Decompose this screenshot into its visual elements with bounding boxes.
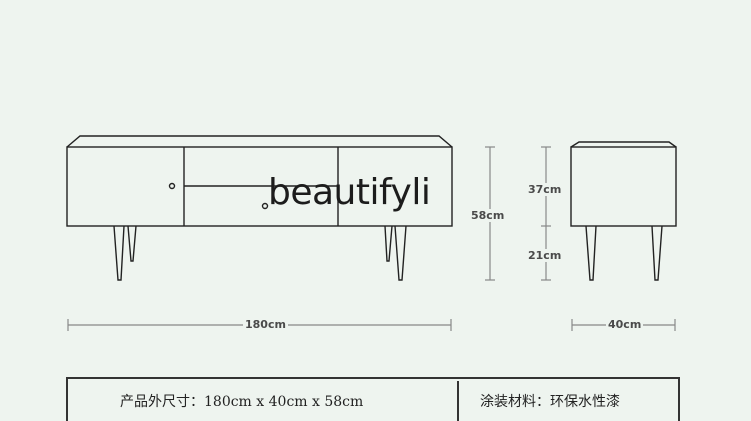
right-leg-2 xyxy=(394,225,407,281)
door-knob xyxy=(168,182,176,190)
side-leg-right xyxy=(651,225,663,281)
total-height-label: 58cm xyxy=(469,209,507,222)
left-leg-1 xyxy=(113,225,125,281)
cabinet-body xyxy=(66,146,453,227)
spec-bar: 产品外尺寸：180cm x 40cm x 58cm 涂装材料：环保水性漆 xyxy=(66,377,680,421)
product-size-spec: 产品外尺寸：180cm x 40cm x 58cm xyxy=(120,394,364,410)
tv-cabinet-front-view xyxy=(66,135,453,281)
side-leg-left xyxy=(585,225,597,281)
cabinet-top-slab xyxy=(66,135,453,148)
drawer-knob xyxy=(261,202,269,210)
depth-label: 40cm xyxy=(606,318,644,331)
side-top-slab xyxy=(570,141,677,148)
lower-height-label: 21cm xyxy=(526,249,564,262)
watermark-text: beautifyli xyxy=(268,172,431,213)
coating-material-spec: 涂装材料：环保水性漆 xyxy=(480,394,620,410)
upper-height-label: 37cm xyxy=(526,183,564,196)
left-leg-2 xyxy=(127,225,137,262)
right-leg-1 xyxy=(384,225,393,262)
width-label: 180cm xyxy=(243,318,288,331)
tv-cabinet-side-view xyxy=(570,141,677,281)
side-body xyxy=(570,146,677,227)
spec-divider xyxy=(457,381,459,421)
